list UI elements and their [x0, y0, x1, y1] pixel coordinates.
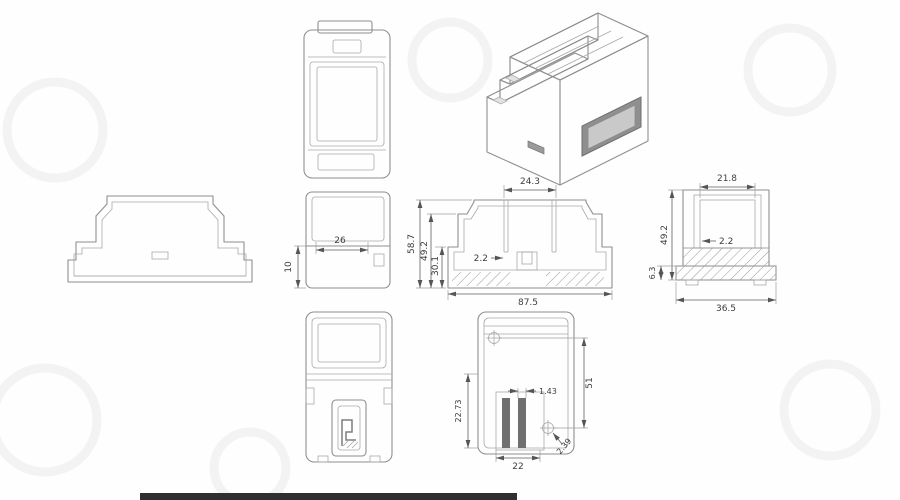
dim-wall-front: 2.2	[474, 254, 488, 264]
watermark	[0, 17, 881, 500]
section-hatch-left	[452, 272, 510, 286]
dim-foot-height: 6.3	[648, 267, 657, 280]
dim-26-group: 26	[315, 236, 369, 254]
rail-clip-spring	[341, 419, 356, 446]
top-plan-view	[303, 20, 391, 179]
dim-side-offset: 22.73	[454, 400, 463, 423]
dim-overall-width: 87.5	[518, 298, 538, 308]
dim-21-8-group: 21.8	[699, 174, 756, 198]
bottom-banner-strip	[140, 493, 517, 500]
dim-slot-width: 22	[512, 462, 523, 472]
rail-flange	[675, 265, 777, 281]
iso-vent-lines	[523, 25, 624, 75]
rail-ear-right	[383, 387, 393, 405]
side-section-view: 21.8 2.2 49.2 6.3 36.5	[648, 174, 777, 314]
dim-2-2-side-group: 2.2	[702, 237, 733, 247]
front-slot	[151, 251, 169, 260]
top-tab	[317, 20, 373, 34]
bottom-view-with-clip	[305, 311, 393, 463]
rail-ear-left	[305, 387, 315, 405]
dim-side-top-opening: 21.8	[717, 174, 737, 184]
screw-hole-bottom	[540, 420, 556, 436]
iso-front-slot	[527, 140, 545, 155]
dim-side-bottom: 10	[284, 261, 294, 273]
dim-body-height: 49.2	[420, 241, 430, 261]
dim-49-2-side-group: 49.2	[660, 189, 683, 281]
front-section-view: 24.3 2.2 58.7 49.2 30.1 87.5	[407, 177, 613, 308]
terminal-block	[495, 391, 545, 451]
dim-side-width: 26	[334, 236, 346, 246]
dim-6-3-group: 6.3	[648, 265, 676, 280]
clip-hatch	[342, 438, 359, 449]
iso-end-face	[559, 35, 649, 186]
dim-hole-pitch: 51	[585, 377, 595, 388]
screw-hole-top	[486, 330, 502, 346]
dim-wall-side: 2.2	[719, 237, 733, 247]
isometric-view	[486, 12, 649, 186]
dim-36-5-group: 36.5	[675, 282, 777, 314]
dim-2-2-front-group: 2.2	[474, 254, 503, 264]
dim-total-height: 58.7	[407, 234, 417, 254]
dim-22-group: 22	[495, 450, 541, 472]
base-hatch	[682, 247, 770, 267]
dim-10-group: 10	[284, 245, 306, 289]
dim-side-overall-width: 36.5	[716, 304, 736, 314]
bottom-dimension-view: 22.73 51 1.43 22 2.39	[454, 311, 595, 472]
dim-top-opening: 24.3	[520, 177, 540, 187]
center-boss	[516, 251, 538, 271]
dim-87-5-group: 87.5	[447, 290, 613, 308]
iso-front-face	[486, 56, 561, 186]
side-view: 26 10	[284, 191, 391, 289]
rail-clip-body	[331, 399, 367, 457]
iso-terminal-shelf	[486, 52, 589, 104]
dim-51-group: 51	[500, 337, 595, 429]
inner-ribs	[503, 200, 557, 253]
terminal-slot-2	[518, 398, 526, 448]
dim-49-2-front-group: 49.2	[420, 213, 456, 288]
dim-cavity-height: 30.1	[431, 256, 441, 276]
front-profile-view	[67, 195, 253, 283]
dim-30-1-group: 30.1	[431, 246, 446, 288]
dim-1-43-group: 1.43	[508, 387, 557, 398]
section-hatch-right	[546, 272, 604, 286]
dim-side-height: 49.2	[660, 225, 670, 245]
dim-22-73-group: 22.73	[454, 373, 478, 449]
terminal-slot-1	[502, 398, 510, 448]
dim-24-3-group: 24.3	[503, 177, 557, 198]
dim-slot: 1.43	[539, 387, 557, 396]
